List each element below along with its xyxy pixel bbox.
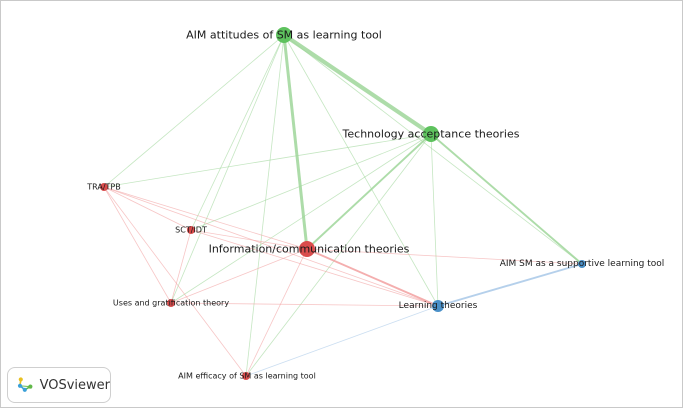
link-aim_att-aim_eff[interactable] xyxy=(245,34,285,377)
link-aim_att-sct[interactable] xyxy=(190,34,285,231)
node-aim_att[interactable] xyxy=(276,27,292,43)
link-aim_att-learn[interactable] xyxy=(283,34,439,307)
node-label-learn[interactable]: Learning theories xyxy=(399,301,478,311)
vosviewer-name: VOSviewer xyxy=(39,377,110,393)
link-sct-info[interactable] xyxy=(190,229,308,250)
node-label-tra[interactable]: TRA/TPB xyxy=(86,183,121,192)
link-aim_att-uses[interactable] xyxy=(170,34,285,304)
node-label-sct[interactable]: SCT/IDT xyxy=(175,226,207,235)
link-tech-uses[interactable] xyxy=(170,133,432,304)
label-layer: AIM attitudes of SM as learning toolTech… xyxy=(86,29,664,381)
node-sct[interactable] xyxy=(187,226,195,234)
link-tra-sct[interactable] xyxy=(103,186,192,231)
link-learn-aim_sup[interactable] xyxy=(437,263,583,307)
link-tech-tra[interactable] xyxy=(103,133,432,188)
node-learn[interactable] xyxy=(432,300,444,312)
link-info-aim_eff[interactable] xyxy=(245,248,308,377)
link-info-aim_sup[interactable] xyxy=(306,248,583,265)
link-tra-learn[interactable] xyxy=(103,186,439,307)
link-uses-learn[interactable] xyxy=(170,302,439,307)
node-aim_eff[interactable] xyxy=(242,372,250,380)
link-tra-uses[interactable] xyxy=(103,186,172,304)
link-tra-info[interactable] xyxy=(103,186,308,250)
link-learn-aim_eff[interactable] xyxy=(245,305,439,377)
link-aim_att-tra[interactable] xyxy=(103,34,285,188)
node-label-uses[interactable]: Uses and gratification theory xyxy=(113,299,229,308)
link-tech-learn[interactable] xyxy=(430,133,439,307)
link-aim_att-aim_sup[interactable] xyxy=(283,34,583,265)
link-aim_att-info[interactable] xyxy=(282,34,309,250)
node-label-aim_att[interactable]: AIM attitudes of SM as learning tool xyxy=(186,29,382,42)
node-label-info[interactable]: Information/communication theories xyxy=(209,243,410,256)
link-layer xyxy=(103,33,583,377)
link-tech-aim_eff[interactable] xyxy=(245,133,432,377)
link-info-uses[interactable] xyxy=(170,248,308,304)
link-tech-aim_sup[interactable] xyxy=(430,133,583,265)
link-aim_att-tech[interactable] xyxy=(282,33,433,136)
node-aim_sup[interactable] xyxy=(578,260,586,268)
node-label-aim_eff[interactable]: AIM efficacy of SM as learning tool xyxy=(178,372,316,381)
link-info-learn[interactable] xyxy=(306,248,439,307)
node-label-aim_sup[interactable]: AIM SM as a supportive learning tool xyxy=(500,259,665,269)
link-tech-sct[interactable] xyxy=(190,133,432,231)
node-uses[interactable] xyxy=(167,299,175,307)
link-tech-info[interactable] xyxy=(306,133,432,250)
link-tra-aim_eff[interactable] xyxy=(103,186,247,377)
node-tech[interactable] xyxy=(423,126,439,142)
link-sct-learn[interactable] xyxy=(190,229,439,307)
node-info[interactable] xyxy=(299,241,315,257)
link-sct-uses[interactable] xyxy=(170,229,192,304)
node-layer xyxy=(100,27,586,380)
vosviewer-logo-icon xyxy=(17,377,33,392)
vosviewer-badge[interactable]: VOSviewer xyxy=(7,367,111,403)
node-label-tech[interactable]: Technology acceptance theories xyxy=(342,128,520,141)
node-tra[interactable] xyxy=(100,183,108,191)
